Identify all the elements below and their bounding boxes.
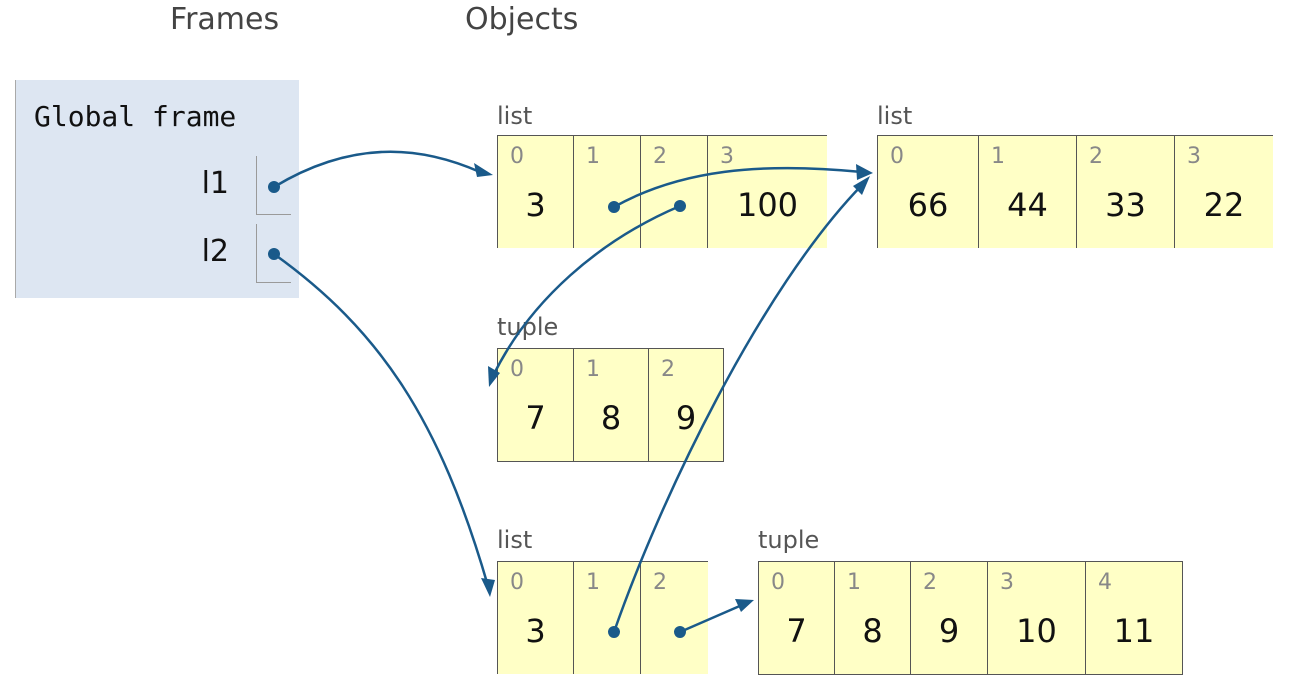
list-b-cell: 2 33 bbox=[1077, 136, 1175, 248]
tuple-b-cell: 2 9 bbox=[911, 562, 988, 674]
list-a-cell: 0 3 bbox=[498, 136, 574, 248]
list-b-cell: 0 66 bbox=[878, 136, 979, 248]
objects-heading: Objects bbox=[465, 2, 579, 37]
cell-value: 7 bbox=[525, 399, 546, 437]
cell-value: 9 bbox=[675, 399, 697, 437]
pointer-arrow-l2 bbox=[273, 252, 490, 587]
list-c-cell: 2 bbox=[641, 562, 708, 674]
cell-index: 0 bbox=[510, 144, 524, 169]
list-c-cell: 1 bbox=[574, 562, 641, 674]
tuple-a-cell: 0 7 bbox=[498, 349, 574, 461]
cell-value: 8 bbox=[862, 612, 883, 650]
frame-title: Global frame bbox=[34, 100, 237, 133]
tuple-b-cell: 3 10 bbox=[988, 562, 1086, 674]
tuple-a-cell: 2 9 bbox=[649, 349, 723, 461]
list-a-cell: 2 bbox=[641, 136, 708, 248]
cell-value: 10 bbox=[1016, 612, 1057, 650]
list-a-cell: 3 100 bbox=[708, 136, 827, 248]
list-b-type-label: list bbox=[877, 102, 913, 130]
cell-value: 11 bbox=[1113, 612, 1155, 650]
tuple-b-cell: 0 7 bbox=[759, 562, 835, 674]
variable-slot-l1 bbox=[256, 156, 291, 215]
cell-value: 8 bbox=[600, 399, 622, 437]
list-a-type-label: list bbox=[497, 102, 533, 130]
cell-index: 2 bbox=[1089, 144, 1103, 169]
list-b-cell: 1 44 bbox=[979, 136, 1077, 248]
cell-value: 3 bbox=[525, 612, 546, 650]
tuple-a-cell: 1 8 bbox=[574, 349, 649, 461]
variable-row-l2: l2 bbox=[16, 224, 299, 284]
list-b: 0 66 1 44 2 33 3 22 bbox=[877, 135, 1273, 248]
tuple-b-type-label: tuple bbox=[758, 526, 820, 554]
cell-index: 2 bbox=[661, 357, 675, 382]
cell-value: 9 bbox=[938, 612, 960, 650]
arrowhead-icon bbox=[481, 578, 495, 597]
list-c-type-label: list bbox=[497, 526, 533, 554]
cell-index: 0 bbox=[890, 144, 904, 169]
list-c-cell: 0 3 bbox=[498, 562, 574, 674]
cell-index: 0 bbox=[510, 570, 524, 595]
cell-index: 0 bbox=[510, 357, 524, 382]
arrowhead-icon bbox=[853, 176, 870, 195]
cell-index: 2 bbox=[923, 570, 937, 595]
list-b-cell: 3 22 bbox=[1175, 136, 1273, 248]
tuple-b: 0 7 1 8 2 9 3 10 4 11 bbox=[758, 561, 1183, 675]
variable-name-l1: l1 bbox=[201, 166, 229, 201]
cell-value: 3 bbox=[525, 186, 546, 224]
pointer-arrow-l1 bbox=[273, 150, 481, 189]
cell-index: 1 bbox=[586, 144, 600, 169]
tuple-b-cell: 4 11 bbox=[1086, 562, 1182, 674]
cell-index: 1 bbox=[586, 357, 600, 382]
cell-value: 22 bbox=[1203, 186, 1245, 224]
cell-value: 33 bbox=[1105, 186, 1146, 224]
list-a-cell: 1 bbox=[574, 136, 641, 248]
list-a: 0 3 1 2 3 100 bbox=[497, 135, 827, 248]
tuple-a-type-label: tuple bbox=[497, 313, 559, 341]
list-c: 0 3 1 2 bbox=[497, 561, 708, 674]
cell-value: 44 bbox=[1007, 186, 1048, 224]
arrowhead-icon bbox=[856, 164, 873, 180]
cell-index: 1 bbox=[991, 144, 1005, 169]
cell-index: 3 bbox=[1187, 144, 1201, 169]
cell-index: 1 bbox=[586, 570, 600, 595]
cell-index: 2 bbox=[653, 570, 667, 595]
arrowhead-icon bbox=[474, 163, 493, 177]
variable-row-l1: l1 bbox=[16, 156, 299, 216]
cell-index: 0 bbox=[771, 570, 785, 595]
variable-name-l2: l2 bbox=[201, 234, 229, 269]
tuple-b-cell: 1 8 bbox=[835, 562, 911, 674]
cell-value: 100 bbox=[736, 186, 799, 224]
tuple-a: 0 7 1 8 2 9 bbox=[497, 348, 724, 462]
cell-value: 66 bbox=[907, 186, 949, 224]
global-frame: Global frame l1 l2 bbox=[15, 80, 299, 298]
cell-index: 3 bbox=[720, 144, 734, 169]
cell-index: 4 bbox=[1098, 570, 1112, 595]
cell-index: 2 bbox=[653, 144, 667, 169]
arrowhead-icon bbox=[735, 599, 754, 612]
variable-slot-l2 bbox=[256, 224, 291, 283]
cell-index: 1 bbox=[847, 570, 861, 595]
cell-index: 3 bbox=[1000, 570, 1014, 595]
cell-value: 7 bbox=[786, 612, 807, 650]
frames-heading: Frames bbox=[170, 2, 280, 37]
